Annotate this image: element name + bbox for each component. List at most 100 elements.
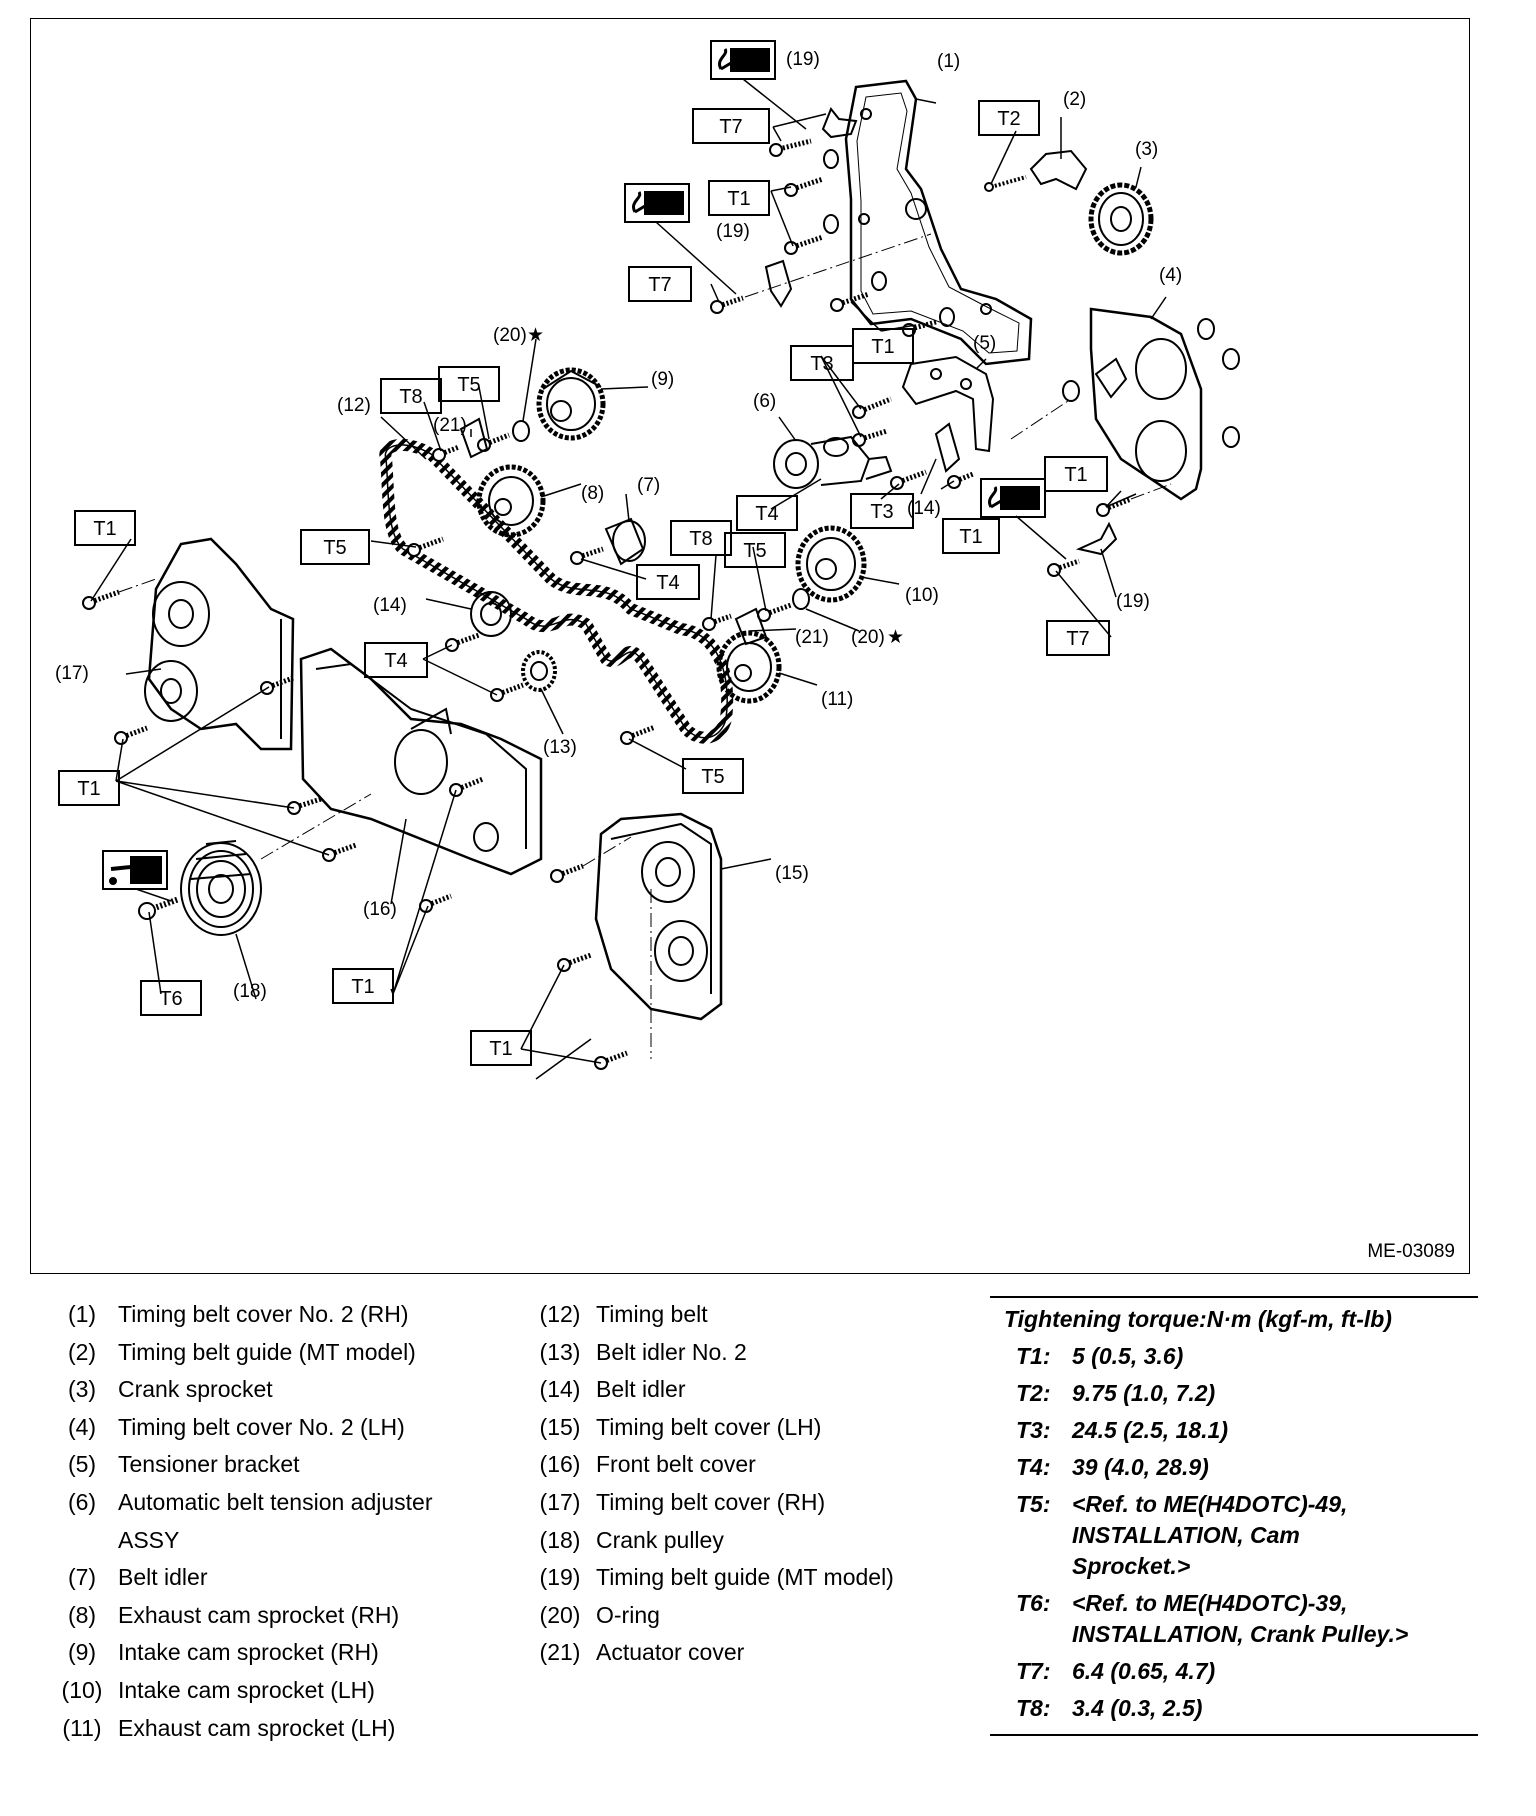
legend-description: Timing belt [596, 1301, 708, 1327]
legend-item: (21)Actuator cover [524, 1634, 894, 1672]
legend-item: (19)Timing belt guide (MT model) [524, 1559, 894, 1597]
svg-text:T1: T1 [727, 188, 750, 210]
svg-text:T4: T4 [755, 503, 778, 525]
callout-10: (10) [905, 585, 939, 606]
torque-box-t1-br: T1 [470, 1030, 532, 1066]
torque-box-t5-left: T5 [300, 529, 370, 565]
torque-box-t7-top: T7 [692, 108, 770, 144]
svg-text:T4: T4 [384, 650, 407, 672]
callout-19-right: (19) [1116, 591, 1150, 612]
legend-number: (3) [67, 1376, 97, 1403]
legend-number: (17) [539, 1488, 581, 1515]
legend-number: (7) [67, 1564, 97, 1591]
legend-description: Timing belt guide (MT model) [596, 1564, 894, 1591]
legend-item: (13) Belt idler No. 2 [524, 1334, 894, 1372]
svg-text:T1: T1 [871, 336, 894, 358]
legend-description: Front belt cover [596, 1451, 756, 1478]
bolt-t7-top [769, 138, 812, 157]
torque-code: T4: [1016, 1454, 1051, 1480]
actuator-cover-21-top [459, 417, 489, 459]
torque-box-t8-left: T8 [380, 378, 442, 414]
legend-description: O-ring [596, 1601, 660, 1628]
torque-code: T3: [1016, 1417, 1051, 1443]
legend-description: Belt idler No. 2 [596, 1338, 747, 1365]
bolt-t8-mid [702, 613, 732, 631]
svg-text:T6: T6 [159, 988, 182, 1010]
legend-description: Intake cam sprocket (LH) [118, 1676, 375, 1703]
svg-text:T1: T1 [93, 518, 116, 540]
front-belt-cover [299, 647, 543, 876]
torque-row: T4:39 (4.0, 28.9) [1004, 1452, 1478, 1483]
legend-item: (10)Intake cam sprocket (LH) [46, 1672, 518, 1710]
legend-item: (12)Timing belt [524, 1296, 894, 1334]
legend-description: Crank pulley [596, 1526, 724, 1553]
guide-19-mid [764, 259, 793, 308]
legend-left: (1)Timing belt cover No. 2 (RH)(2)Timing… [46, 1296, 518, 1747]
legend-number: (4) [67, 1413, 97, 1440]
callout-20-mid: (20) [851, 627, 885, 648]
bolts-t1-top [784, 149, 955, 337]
torque-box-t6: T6 [140, 980, 202, 1016]
torque-value: 9.75 (1.0, 7.2) [1072, 1380, 1216, 1406]
torque-row: T2:9.75 (1.0, 7.2) [1004, 1378, 1478, 1409]
legend-number: (14) [539, 1376, 581, 1403]
torque-code: T8: [1016, 1695, 1051, 1721]
legend-item: (6)Automatic belt tension adjuster ASSY [46, 1484, 518, 1559]
exhaust-cam-sprocket-rh [476, 464, 546, 538]
torque-box-t7-mid: T7 [628, 266, 692, 302]
svg-text:T8: T8 [399, 386, 422, 408]
torque-value: 6.4 (0.65, 4.7) [1072, 1658, 1216, 1684]
svg-text:T1: T1 [489, 1038, 512, 1060]
legend-description: Exhaust cam sprocket (LH) [118, 1714, 396, 1741]
legend-item: (15)Timing belt cover (LH) [524, 1409, 894, 1447]
torque-box-t3-mid: T3 [850, 493, 914, 529]
torque-row: T8: 3.4 (0.3, 2.5) [1004, 1693, 1478, 1724]
legend-mid: (12)Timing belt(13) Belt idler No. 2 (14) B… [524, 1296, 894, 1672]
figure-id: ME-03089 [1367, 1241, 1455, 1262]
sealant-icon-right [980, 478, 1046, 518]
legend-number: (6) [67, 1488, 97, 1515]
callout-15: (15) [775, 863, 809, 884]
torque-rows: T1:5 (0.5, 3.6)T2:9.75 (1.0, 7.2)T3:24.5… [1004, 1341, 1478, 1724]
torque-box-t5-low: T5 [682, 758, 744, 794]
callout-9: (9) [651, 369, 674, 390]
svg-text:T2: T2 [997, 108, 1020, 130]
legend-number: (21) [539, 1639, 581, 1666]
legend-item: (7)Belt idler [46, 1559, 518, 1597]
legend-number: (13) [539, 1338, 581, 1365]
legend-item: (18)Crank pulley [524, 1522, 894, 1560]
sealant-icon-mid [624, 183, 690, 223]
legend-description: Exhaust cam sprocket (RH) [118, 1601, 400, 1628]
legend-description: Timing belt guide (MT model) [118, 1338, 416, 1365]
belt-idler-14 [470, 591, 512, 637]
star-mid: ★ [887, 627, 904, 648]
torque-value: 5 (0.5, 3.6) [1072, 1343, 1184, 1369]
guide-19-right [1075, 521, 1118, 556]
callout-20-top: (20) [493, 325, 527, 346]
svg-text:T7: T7 [719, 116, 742, 138]
torque-value: 3.4 (0.3, 2.5) [1072, 1695, 1203, 1721]
torque-box-t1-upperleft: T1 [74, 510, 136, 546]
sealant-icon-top [710, 40, 776, 80]
torque-box-t1-left: T1 [58, 770, 120, 806]
bolt-t4-mid [570, 546, 604, 565]
legend-item: (4)Timing belt cover No. 2 (LH) [46, 1409, 518, 1447]
legend-item: (2)Timing belt guide (MT model) [46, 1334, 518, 1372]
torque-spec-panel: Tightening torque:N·m (kgf-m, ft-lb) T1:… [990, 1296, 1478, 1736]
bolt-t8-left [432, 444, 460, 462]
timing-belt-cover-rh [144, 537, 295, 751]
svg-text:T5: T5 [457, 374, 480, 396]
callout-1: (1) [937, 51, 960, 72]
callout-4: (4) [1159, 265, 1182, 286]
intake-cam-sprocket-lh [795, 525, 867, 603]
belt-cover-no2-rh [844, 79, 1033, 366]
torque-code: T1: [1016, 1343, 1051, 1369]
timing-belt-guide-mt [984, 149, 1088, 192]
bolt-t1-bracket [947, 471, 974, 489]
exhaust-cam-sprocket-lh [716, 630, 782, 704]
callout-14-top: (14) [907, 498, 941, 519]
legend-item: (3)Crank sprocket [46, 1371, 518, 1409]
torque-box-t1-top: T1 [708, 180, 770, 216]
callout-7: (7) [637, 475, 660, 496]
bolt-t4-left [445, 632, 480, 652]
